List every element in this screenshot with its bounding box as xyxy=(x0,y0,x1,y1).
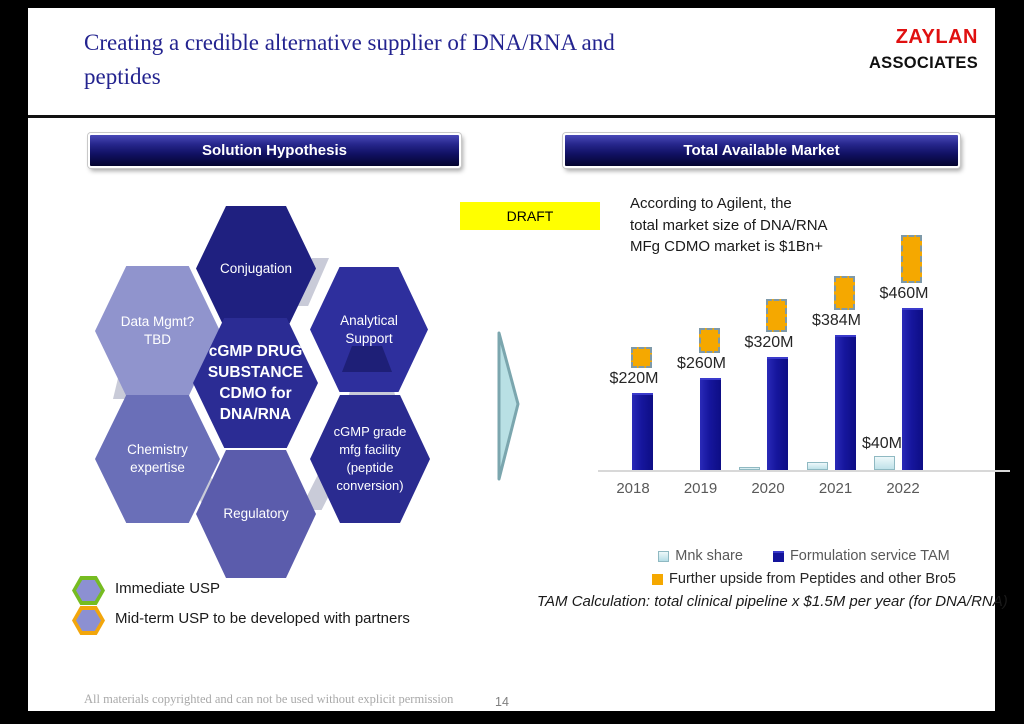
x-axis-tick-label: 2018 xyxy=(616,480,650,497)
hexagon-label: Data Mgmt? TBD xyxy=(120,314,195,347)
x-axis-tick-label: 2022 xyxy=(886,480,920,497)
x-axis-tick-label: 2019 xyxy=(683,480,718,497)
immediate-usp-label: Immediate USP xyxy=(115,580,221,597)
bar-formulation-2021 xyxy=(834,334,856,470)
hexagon-analytical-support: Analytical Support xyxy=(310,267,428,392)
upside-dashed-box-2022 xyxy=(901,235,922,284)
bar-mnk-share-2022 xyxy=(874,455,895,470)
company-logo: ZAYLAN ASSOCIATES xyxy=(869,24,978,76)
immediate-usp-hexagon-icon xyxy=(72,576,105,605)
agilent-market-note: According to Agilent, the total market s… xyxy=(630,195,828,255)
bar-formulation-2019 xyxy=(699,378,721,470)
bar-value-label: $320M xyxy=(744,334,794,352)
upside-dashed-box-2018 xyxy=(631,347,652,368)
hexagon-chemistry-expertise: Chemistry expertise xyxy=(95,395,220,523)
page-number: 14 xyxy=(495,695,509,709)
draft-badge: DRAFT xyxy=(460,202,600,230)
hexagon-label: Chemistry expertise xyxy=(127,442,188,475)
bar-formulation-2018 xyxy=(632,392,653,470)
upside-dashed-box-2021 xyxy=(833,275,855,310)
midterm-usp-hexagon-icon xyxy=(72,606,105,635)
hexagon-label: cGMP grade mfg facility (peptide convers… xyxy=(333,424,407,493)
hexagon-icon-fill xyxy=(76,610,101,631)
bar-formulation-2020 xyxy=(767,357,788,470)
hexagon-label: Regulatory xyxy=(223,506,289,521)
hexagon-facet xyxy=(342,346,392,372)
tam-bar-chart: $220M 2018 $260M 2019 $320M 2020 $384M 2021 $460… xyxy=(598,225,1010,500)
legend-mnk-share: Mnk share xyxy=(658,548,743,564)
upside-dashed-box-2019 xyxy=(698,328,720,354)
bar-value-label: $220M xyxy=(609,369,659,387)
header-divider xyxy=(28,115,995,118)
bar-mnk-share-2020 xyxy=(739,467,760,470)
hexagon-label: Conjugation xyxy=(219,260,293,276)
x-axis-tick-label: 2020 xyxy=(751,480,785,497)
upside-dashed-box-2020 xyxy=(766,299,787,333)
legend-label: Further upside from Peptides and other B… xyxy=(669,571,956,587)
midterm-usp-label: Mid-term USP to be developed with partne… xyxy=(115,610,410,627)
page-title: Creating a credible alternative supplier… xyxy=(84,30,615,89)
hexagon-cgmp-facility: cGMP grade mfg facility (peptide convers… xyxy=(310,395,430,523)
upside-swatch-icon xyxy=(652,573,664,585)
chart-legend: Further upside from Peptides and other B… xyxy=(598,571,1010,587)
hexagon-conjugation: Conjugation xyxy=(196,206,316,331)
x-axis-tick-label: 2021 xyxy=(818,480,853,497)
bar-mnk-share-2021 xyxy=(806,462,828,470)
logo-secondary: ASSOCIATES xyxy=(868,54,978,72)
bar-formulation-2022 xyxy=(902,308,923,470)
footer-copyright: All materials copyrighted and can not be… xyxy=(84,692,454,706)
solution-hypothesis-banner: Solution Hypothesis xyxy=(88,133,461,168)
bar-value-label: $460M xyxy=(879,285,929,303)
mnk-share-swatch-icon xyxy=(658,550,670,562)
hexagon-label: Analytical Support xyxy=(340,312,398,346)
hexagon-label: cGMP DRUG SUBSTANCE CDMO for DNA/RNA xyxy=(207,343,304,423)
legend-label: Mnk share xyxy=(675,548,743,564)
slide: Creating a credible alternative supplier… xyxy=(28,8,1010,711)
tam-calculation-note: TAM Calculation: total clinical pipeline… xyxy=(537,593,1008,610)
right-arrow-shape xyxy=(497,331,520,481)
bar-value-label: $260M xyxy=(677,355,726,373)
hexagon-icon-fill xyxy=(76,580,101,601)
total-available-market-banner: Total Available Market xyxy=(563,133,960,168)
bar-value-label: $384M xyxy=(812,311,861,329)
x-axis-line xyxy=(598,470,1010,472)
chart-legend: Mnk share Formulation service TAM xyxy=(598,548,1010,564)
legend-further-upside: Further upside from Peptides and other B… xyxy=(652,571,956,587)
logo-primary: ZAYLAN xyxy=(895,26,978,48)
mnk-share-value-label: $40M xyxy=(861,434,903,452)
legend-label: Formulation service TAM xyxy=(789,548,950,564)
legend-formulation-tam: Formulation service TAM xyxy=(772,548,950,564)
formulation-tam-swatch-icon xyxy=(772,550,784,562)
